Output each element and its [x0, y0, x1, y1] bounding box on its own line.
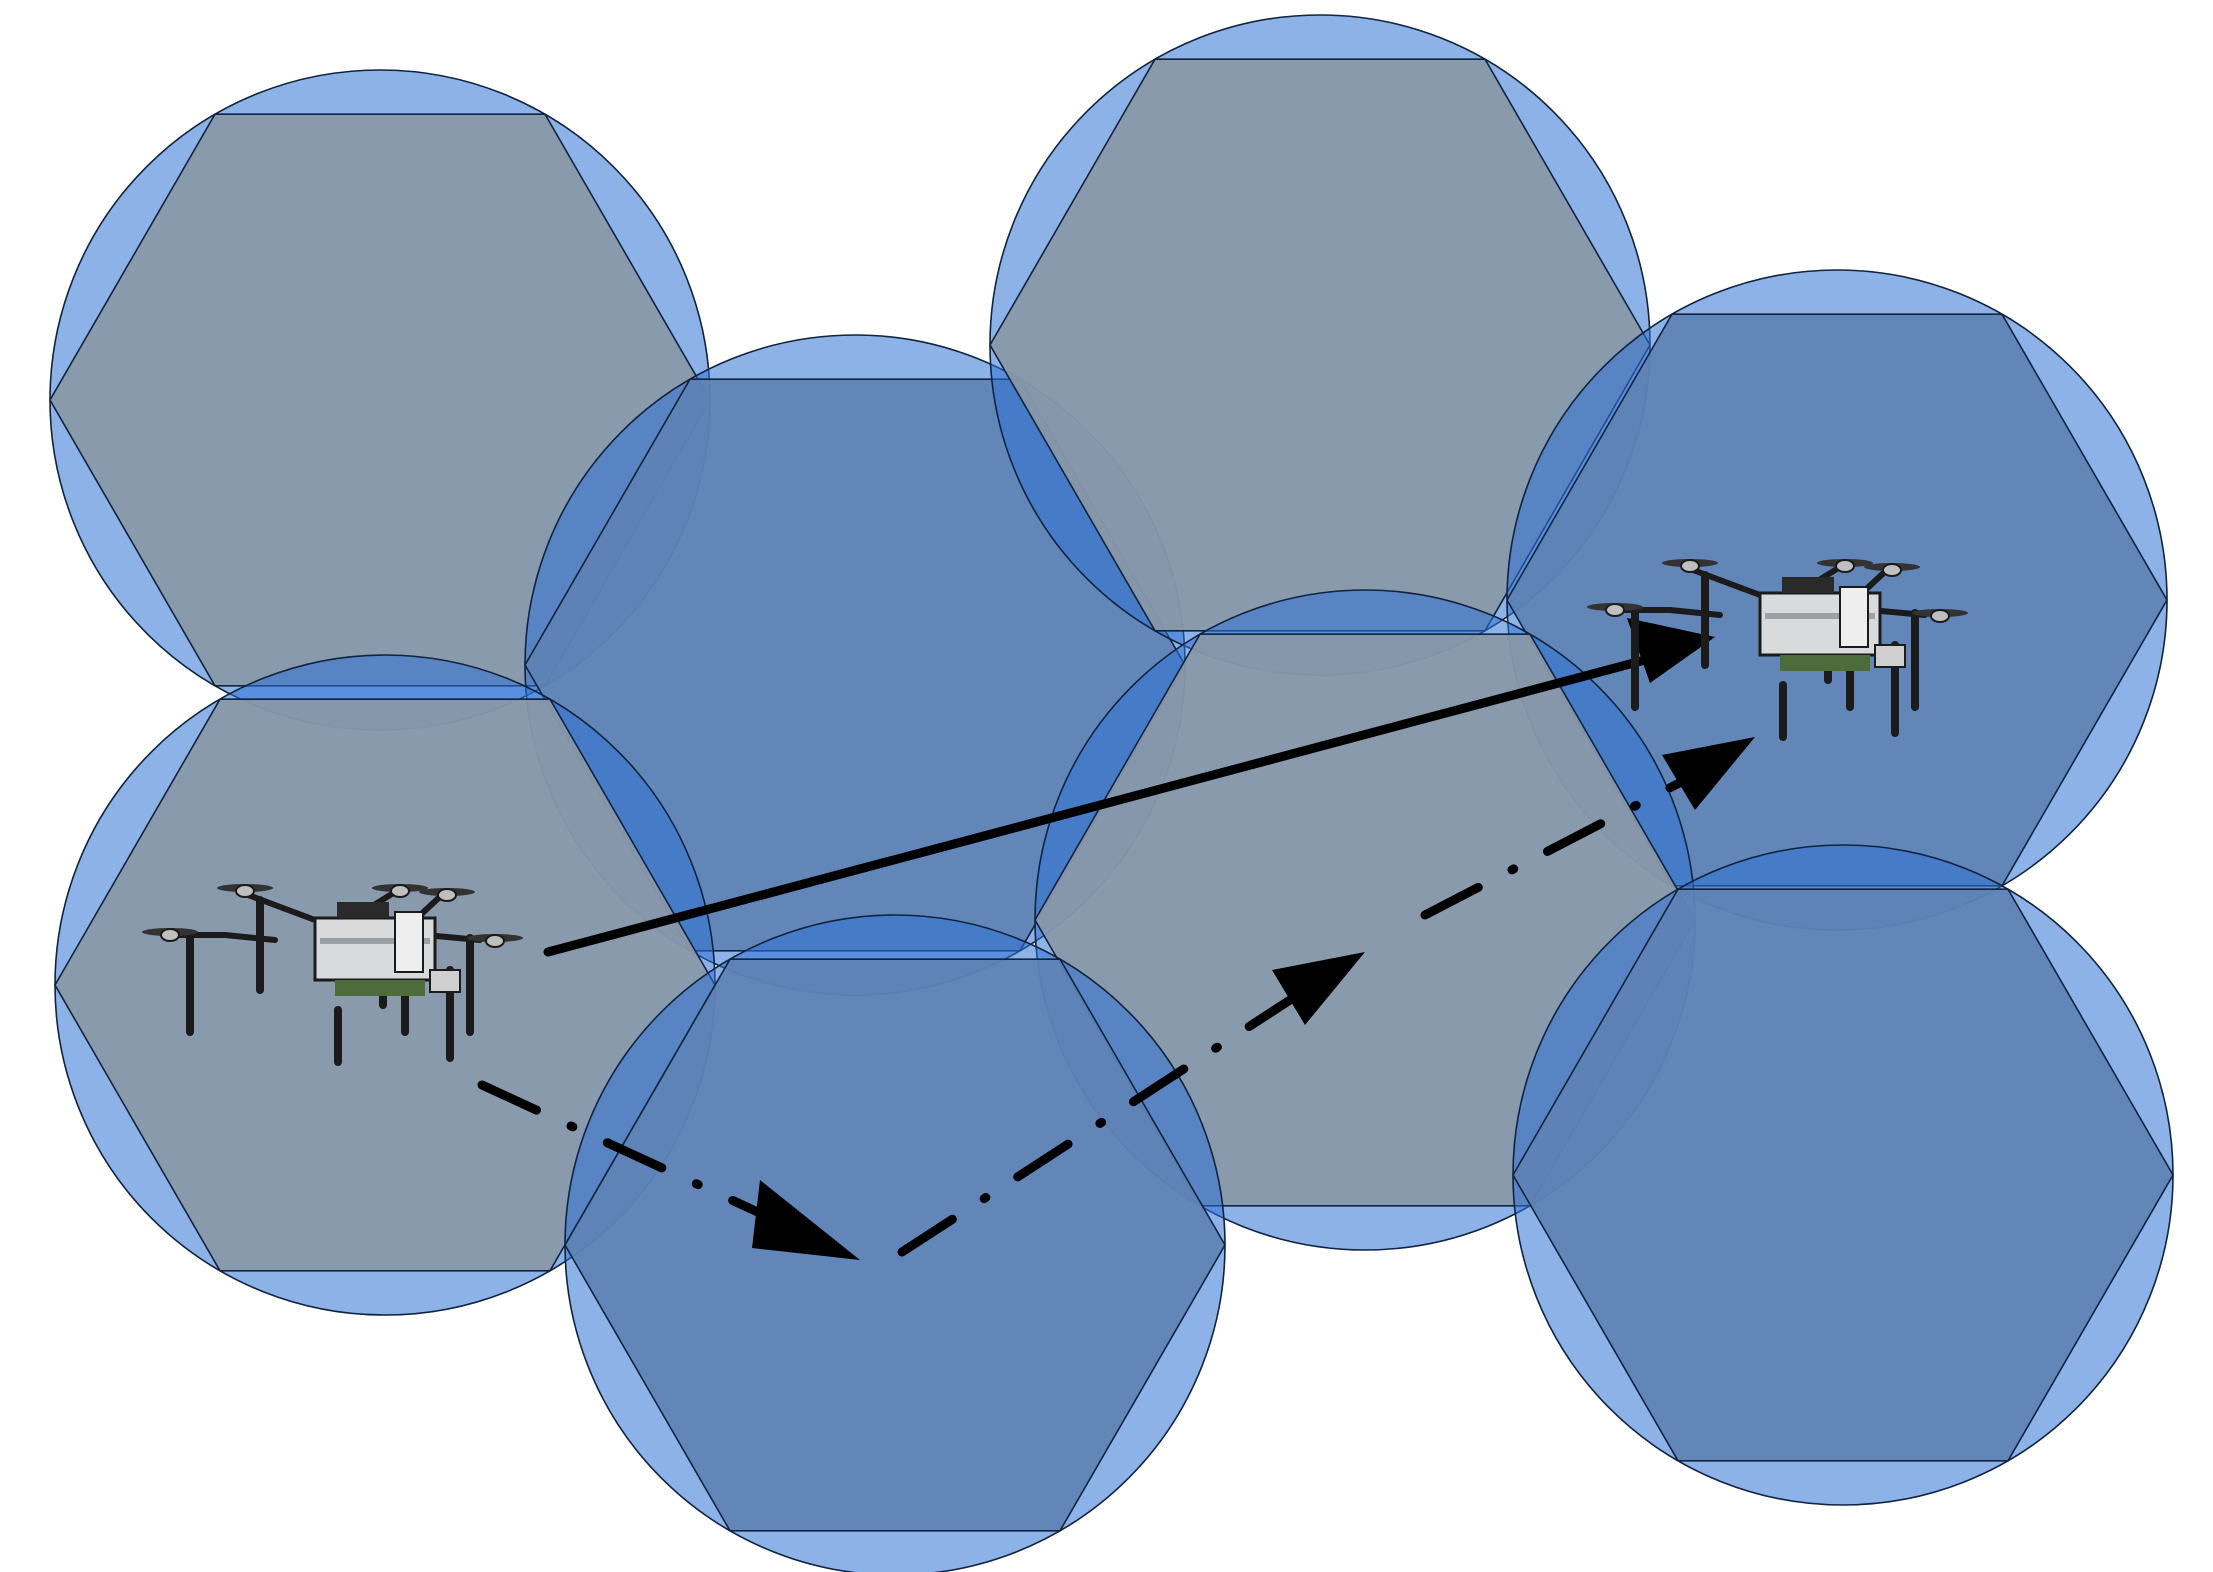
- flight-paths: [477, 618, 1755, 1260]
- hexagonal-cell: [1512, 888, 2174, 1462]
- relay-segment-3: [1420, 775, 1690, 920]
- source-drone: [142, 884, 523, 1066]
- cell-top-center: [989, 14, 1651, 676]
- relay-arrowhead-2: [1272, 952, 1365, 1025]
- cell-bottom-center: [564, 914, 1226, 1572]
- direct-path: [543, 618, 1715, 957]
- drones: [142, 559, 1968, 1066]
- direct-path-arrowhead: [1627, 618, 1715, 683]
- destination-drone: [1587, 559, 1968, 741]
- quadcopter-drone-icon: [142, 884, 523, 1066]
- quadcopter-drone-icon: [1587, 559, 1968, 741]
- relay-arrowhead-3: [1662, 737, 1755, 810]
- direct-path-line: [543, 655, 1650, 957]
- hexagonal-cell: [564, 958, 1226, 1532]
- relay-arrowhead-1: [752, 1180, 860, 1260]
- cell-bottom-right: [1512, 844, 2174, 1506]
- relay-segment-1: [477, 1080, 780, 1225]
- relay-path: [477, 737, 1755, 1260]
